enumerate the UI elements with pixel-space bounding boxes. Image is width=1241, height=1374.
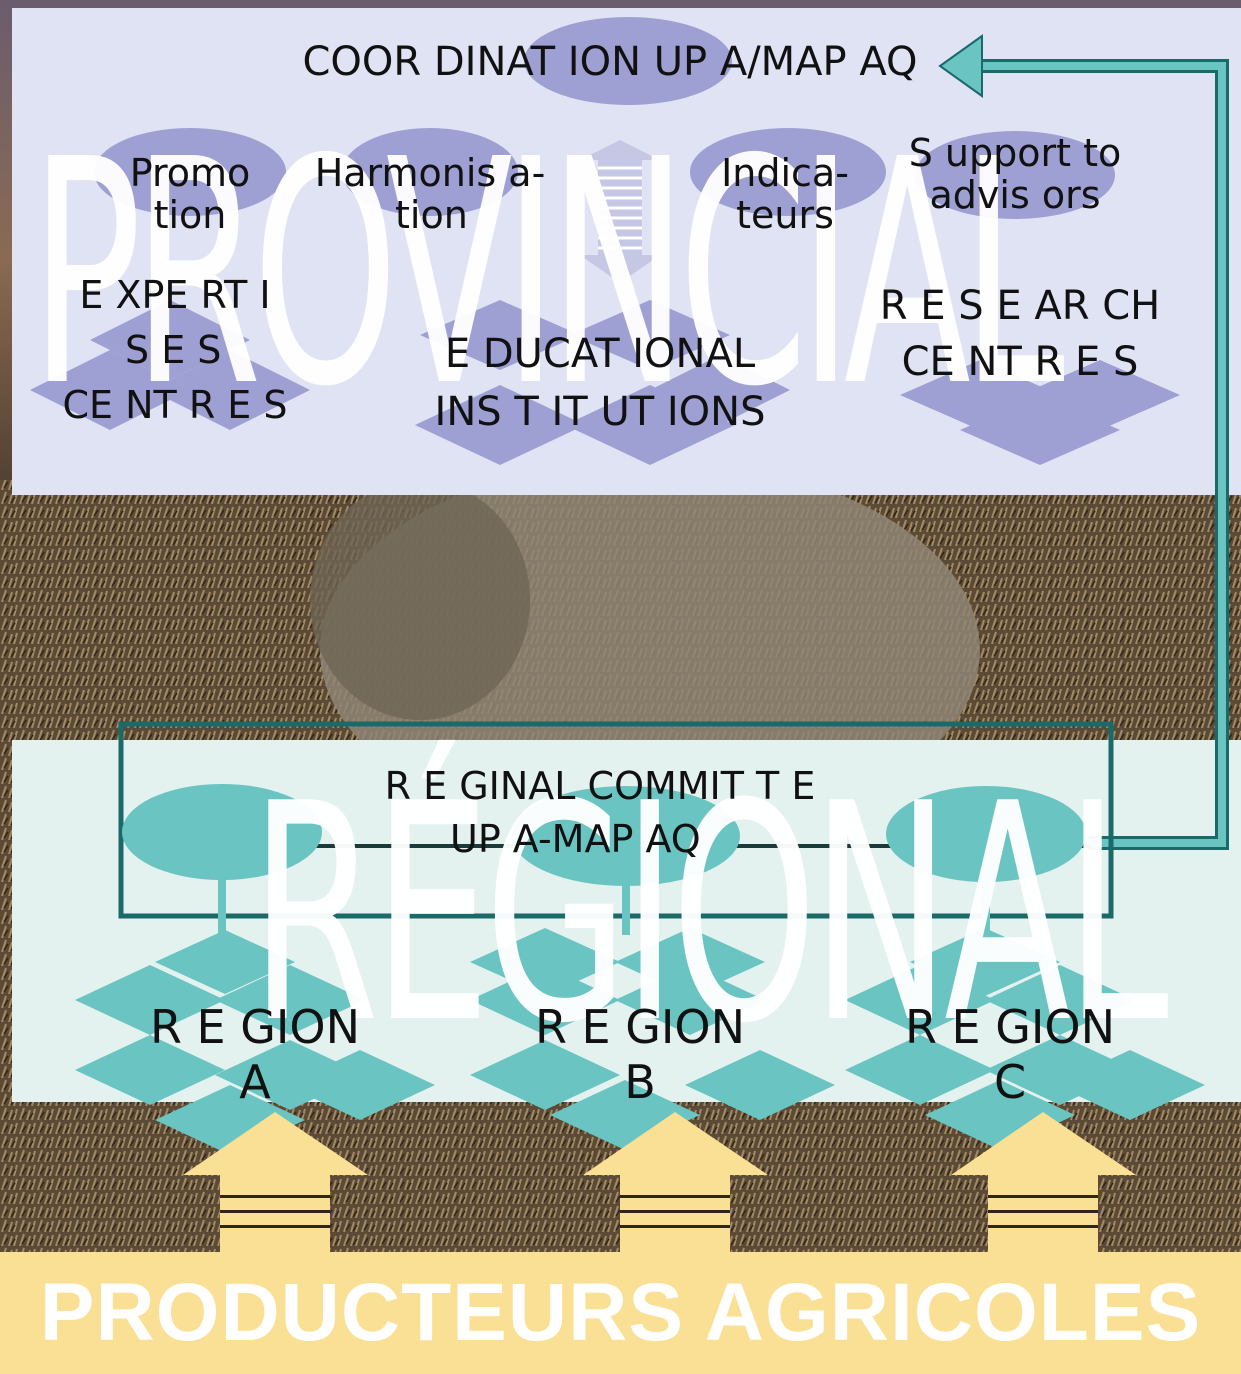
coordination-ellipse [524,17,732,105]
promotion-line-2: tion [153,192,227,237]
connector-arrowhead-icon [938,34,983,98]
region-b-label: R E GION B [515,1000,765,1110]
education-line-2: INS T IT UT IONS [434,389,766,435]
region-stems [218,878,990,935]
arrow-b-icon [583,1112,768,1252]
education-label: E DUCAT IONAL INS T IT UT IONS [410,325,790,441]
expertise-line-2: S E S [125,328,222,373]
expertise-line-1: E XPE RT I [79,273,271,317]
region-a-line-2: A [239,1055,271,1110]
support-line-1: S upport to [908,131,1122,175]
region-b-line-1: R E GION [534,1000,746,1054]
promotion-ellipse [94,128,286,216]
coordination-label: COOR DINAT ION UP A/MAP AQ [302,39,918,85]
harmonisation-line-2: tion [395,192,468,237]
expertise-line-3: CE NT R E S [62,383,288,428]
harmonisation-line-1: Harmonis a- [314,151,546,195]
indicateurs-line-2: teurs [736,192,834,237]
research-line-2: CE NT R E S [901,339,1139,385]
indicateurs-label: Indica- teurs [690,151,880,237]
provincial-watermark: PROVINCIAL [30,94,1065,455]
education-diamonds [415,300,790,465]
producers-label: PRODUCTEURS AGRICOLES [39,1267,1202,1358]
farmer-head-backdrop [310,480,530,720]
region-c-line-1: R E GION [904,1000,1116,1054]
indicateurs-line-1: Indica- [721,151,849,195]
producer-arrows [183,1112,1136,1252]
research-line-1: R E S E AR CH [879,283,1161,329]
region-b-line-2: B [624,1055,656,1110]
region-a-label: R E GION A [130,1000,380,1110]
committee-label: R E GINAL COMMIT T E UP A-MAP AQ [330,760,870,866]
indicateurs-ellipse [690,128,886,216]
research-label: R E S E AR CH CE NT R E S [870,278,1170,390]
committee-box [118,721,1114,919]
promotion-label: Promo tion [100,151,280,237]
support-ellipse [915,131,1115,219]
support-label: S upport to advis ors [895,131,1135,217]
expertise-label: E XPE RT I S E S CE NT R E S [30,268,320,433]
region-c-ellipse [886,786,1086,882]
committee-line-1: R E GINAL COMMIT T E [384,764,816,808]
harmonisation-label: Harmonis a- tion [305,151,555,237]
region-c-label: R E GION C [885,1000,1135,1110]
support-line-2: advis ors [929,172,1101,217]
regional-watermark: RÉGIONAL [250,740,1169,1089]
harmonisation-ellipse [342,128,518,216]
feedback-connector [975,62,1226,847]
arrow-a-icon [183,1112,368,1252]
committee-line-2: UP A-MAP AQ [450,817,701,862]
producers-band [0,1252,1241,1374]
double-arrow-icon [580,140,660,283]
promotion-line-1: Promo [129,151,251,195]
region-c-line-2: C [993,1055,1027,1110]
committee-ellipse [512,786,740,886]
region-a-ellipse [122,784,322,880]
research-diamonds [900,360,1180,465]
education-line-1: E DUCAT IONAL [444,331,756,377]
region-a-line-1: R E GION [149,1000,361,1054]
arrow-c-icon [951,1112,1136,1252]
expertise-diamonds [30,300,310,430]
region-c-diamonds [845,928,1205,1150]
